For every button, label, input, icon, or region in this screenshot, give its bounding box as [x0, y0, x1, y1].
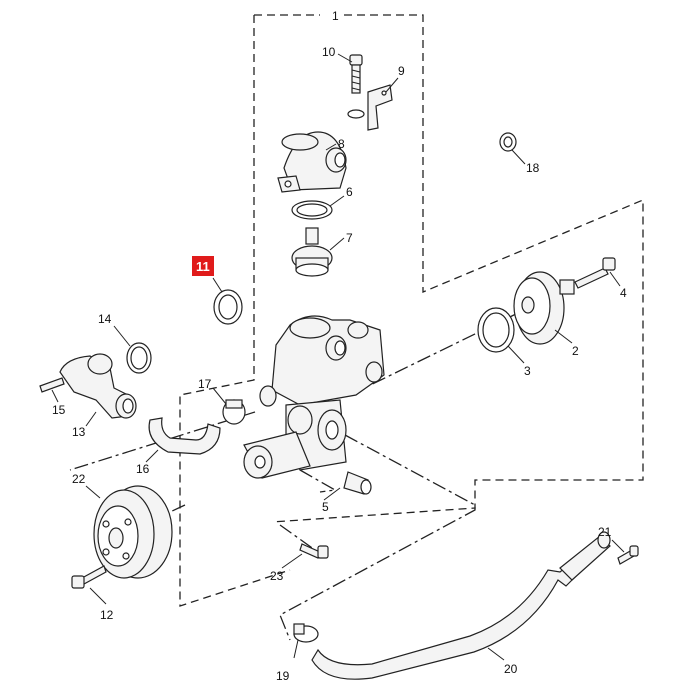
callout-13[interactable]: 13 [72, 425, 86, 439]
callout-6[interactable]: 6 [346, 185, 353, 199]
callout-4[interactable]: 4 [620, 286, 627, 300]
centerline-lower [279, 434, 476, 641]
bolt-4-icon [574, 257, 616, 289]
callout-5[interactable]: 5 [322, 500, 329, 514]
callout-9[interactable]: 9 [398, 64, 405, 78]
callout-11[interactable]: 11 [196, 259, 210, 274]
callout-3[interactable]: 3 [524, 364, 531, 378]
callout-8[interactable]: 8 [338, 137, 345, 151]
bolt-23-icon [299, 543, 329, 559]
bracket-9-icon [347, 84, 393, 131]
callout-12[interactable]: 12 [100, 608, 114, 622]
pipe-13-icon [59, 353, 137, 419]
hose-16-icon [148, 417, 221, 455]
hose-fitting-20-icon [559, 531, 611, 581]
callout-18[interactable]: 18 [526, 161, 540, 175]
callout-1[interactable]: 1 [332, 9, 339, 23]
water-pump-body-icon [243, 315, 385, 479]
sleeve-5-icon [343, 471, 372, 495]
assembly-1-outline [179, 14, 644, 607]
callout-16[interactable]: 16 [136, 462, 150, 476]
callout-15[interactable]: 15 [52, 403, 66, 417]
centerline-5 [299, 469, 337, 493]
callout-14[interactable]: 14 [98, 312, 112, 326]
centerline-23 [279, 524, 316, 551]
thermostat-housing-8-icon [277, 131, 347, 193]
thermostat-7-icon [291, 227, 333, 277]
callout-19[interactable]: 19 [276, 669, 290, 683]
callout-20[interactable]: 20 [504, 662, 518, 676]
callout-22[interactable]: 22 [72, 472, 86, 486]
callout-7[interactable]: 7 [346, 231, 353, 245]
callout-17[interactable]: 17 [198, 377, 212, 391]
pump-cover-2-icon [513, 271, 575, 345]
callout-10[interactable]: 10 [322, 45, 336, 59]
bolt-10-icon [349, 54, 363, 94]
pulley-22-icon [93, 485, 173, 579]
hose-20-icon [311, 555, 587, 680]
clamp-19-icon [293, 623, 319, 643]
callout-2[interactable]: 2 [572, 344, 579, 358]
callout-23[interactable]: 23 [270, 569, 284, 583]
bolt-15-icon [39, 377, 65, 393]
callout-21[interactable]: 21 [598, 525, 612, 539]
callout-11-highlight-box [192, 256, 214, 276]
bolt-12-icon [71, 565, 107, 589]
leader-lines [51, 53, 625, 661]
bolt-21-icon [617, 545, 639, 565]
